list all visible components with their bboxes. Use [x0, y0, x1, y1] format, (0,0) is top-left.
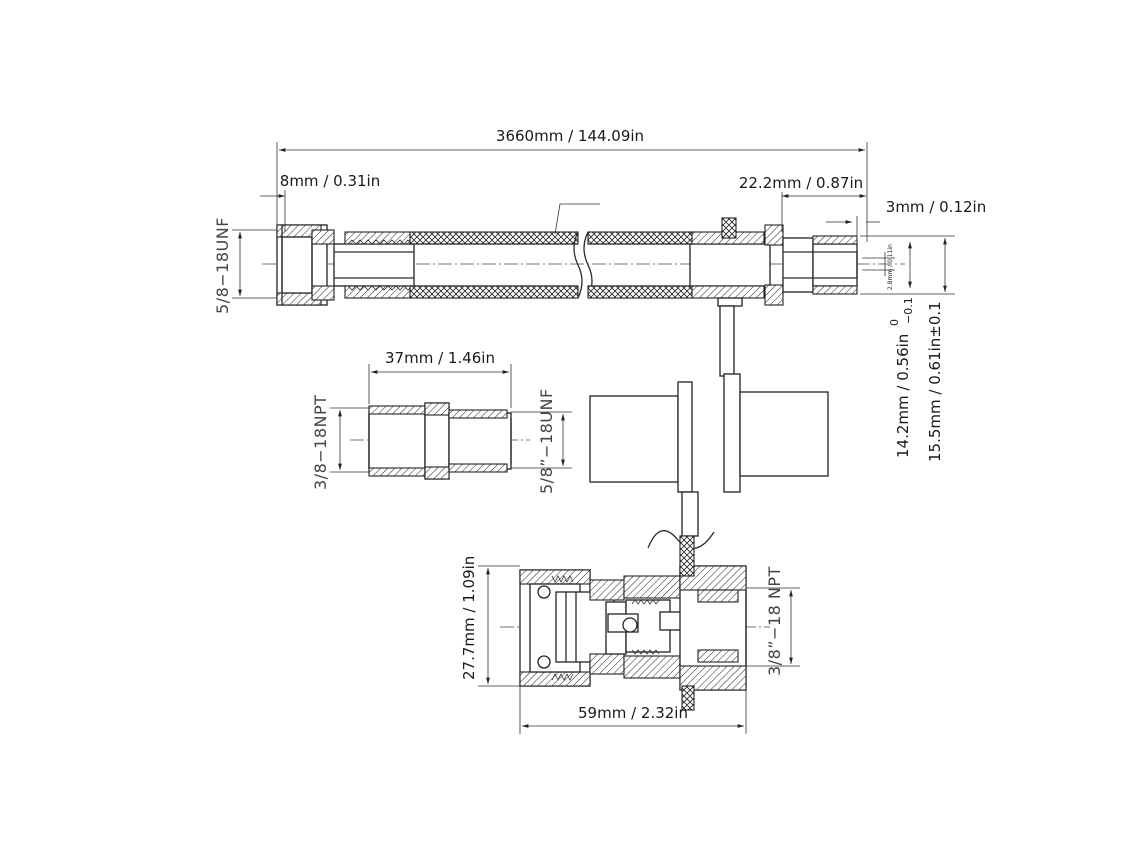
- hose-assembly: [262, 203, 905, 377]
- tip-diameter-label: 14.2mm / 0.56in: [894, 334, 912, 458]
- coupler-thread-label: 3/8”−18 NPT: [765, 566, 784, 676]
- left-fitting: [333, 231, 415, 299]
- overall-length-label: 3660mm / 144.09in: [496, 127, 644, 145]
- coupler: [500, 535, 770, 711]
- tag-plate: [589, 373, 829, 549]
- tip-tolerance-lower-label: −0.1: [902, 297, 915, 324]
- adapter-left-thread-label: 3/8−18NPT: [311, 395, 330, 490]
- fitting-length-label: 22.2mm / 0.87in: [739, 174, 863, 192]
- bore-label: 2.8mm / 0.11in: [887, 244, 894, 290]
- top-dimensions: [232, 142, 955, 299]
- tip-length-label: 3mm / 0.12in: [886, 198, 986, 216]
- adapter-dimensions: [330, 364, 572, 473]
- hose-left: [409, 231, 579, 299]
- coupler-length-label: 59mm / 2.32in: [578, 704, 688, 722]
- coupler-dimensions: [478, 565, 800, 734]
- coupler-height-label: 27.7mm / 1.09in: [460, 556, 478, 680]
- hose-nut-thread-label: 5/8−18UNF: [213, 217, 232, 314]
- outer-diameter-label: 15.5mm / 0.61in±0.1: [926, 301, 944, 462]
- left-nut: [276, 224, 335, 306]
- right-fitting: [689, 217, 858, 307]
- tip-tolerance-upper-label: 0: [888, 319, 901, 326]
- adapter-length-label: 37mm / 1.46in: [385, 349, 495, 367]
- adapter: [350, 402, 530, 480]
- adapter-right-thread-label: 5/8”−18UNF: [537, 388, 556, 494]
- hose-right: [587, 231, 694, 299]
- nut-offset-label: 8mm / 0.31in: [280, 172, 380, 190]
